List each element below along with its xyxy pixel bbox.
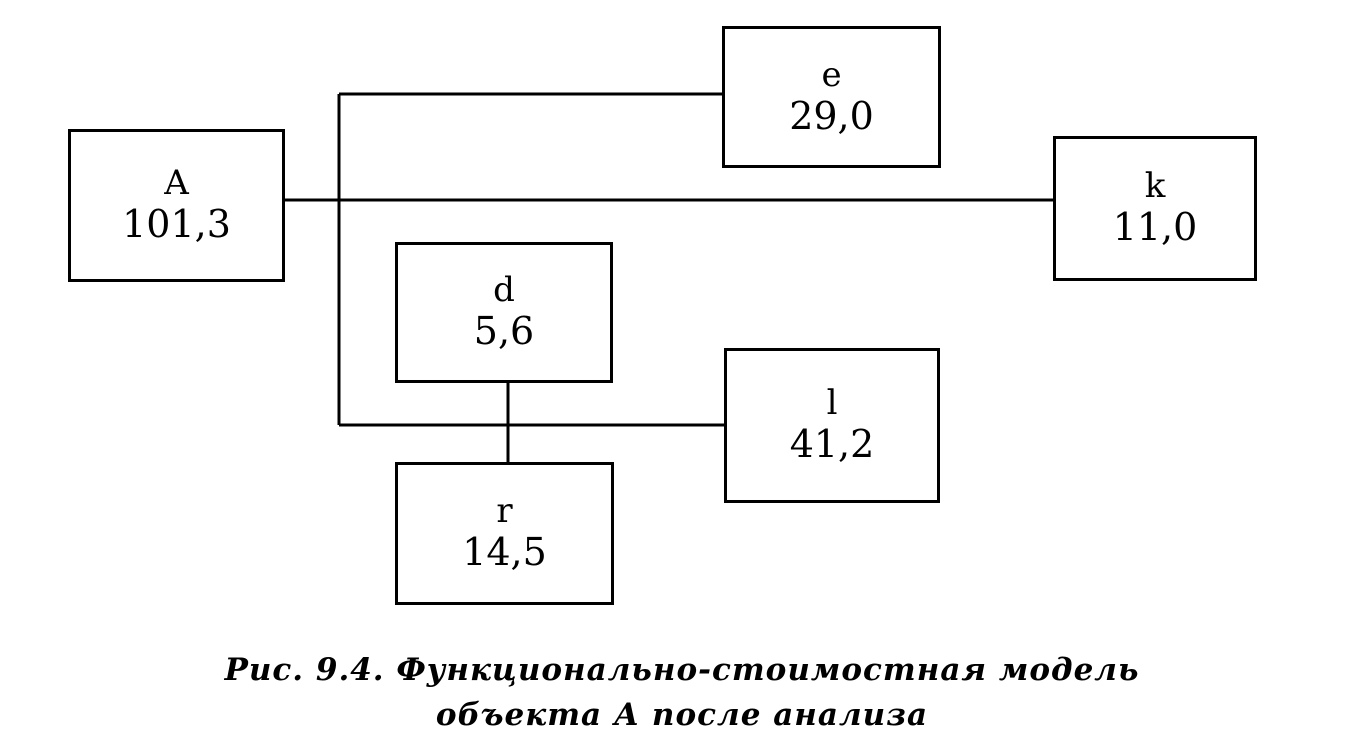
node-d-label: d <box>493 270 515 311</box>
node-k-label: k <box>1144 166 1166 207</box>
node-r-value: 14,5 <box>462 530 547 575</box>
node-e: e 29,0 <box>722 26 941 168</box>
node-a-label: A <box>164 163 189 204</box>
node-l-label: l <box>826 383 838 424</box>
node-r: r 14,5 <box>395 462 614 605</box>
figure-caption-line-2: объекта А после анализа <box>435 697 929 733</box>
node-a: A 101,3 <box>68 129 285 282</box>
node-l: l 41,2 <box>724 348 940 503</box>
node-e-label: e <box>821 54 842 95</box>
node-k: k 11,0 <box>1053 136 1257 281</box>
node-r-label: r <box>496 491 513 532</box>
figure-caption-line-1: Рис. 9.4. Функционально-стоимостная моде… <box>224 652 1140 688</box>
node-k-value: 11,0 <box>1112 205 1198 250</box>
node-a-value: 101,3 <box>122 202 231 247</box>
node-d-value: 5,6 <box>473 309 535 354</box>
node-d: d 5,6 <box>395 242 613 383</box>
node-l-value: 41,2 <box>789 422 875 467</box>
node-e-value: 29,0 <box>789 93 874 138</box>
